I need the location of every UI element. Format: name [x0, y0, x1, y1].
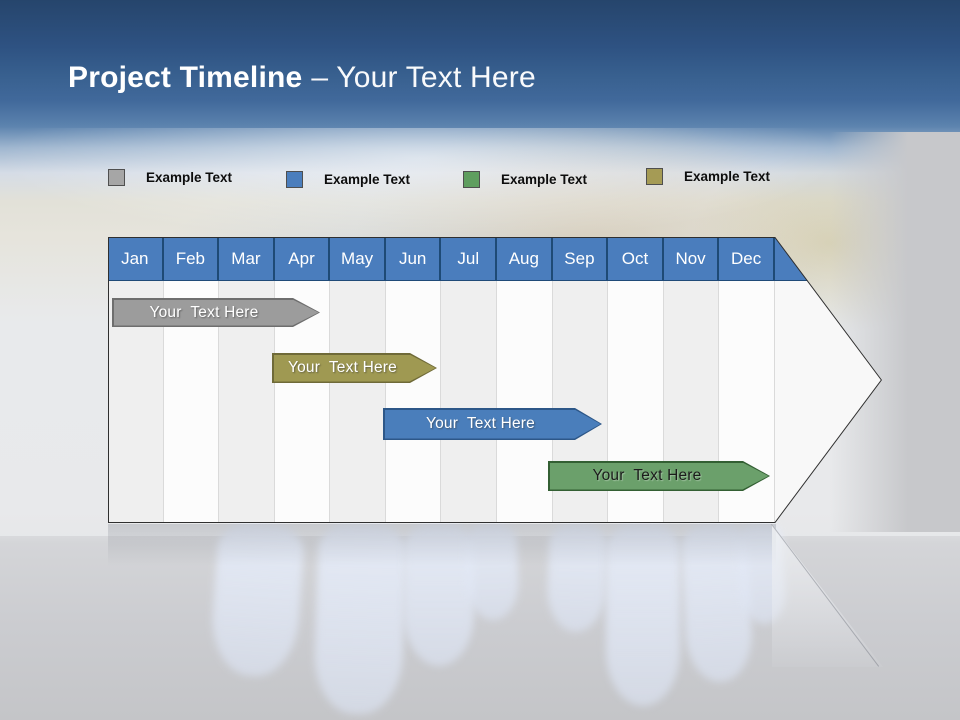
- month-cell-jun: Jun: [386, 237, 442, 280]
- column-stripe: [497, 281, 553, 523]
- column-stripe: [330, 281, 386, 523]
- project-timeline-chart: Jan Feb Mar Apr May Jun Jul Aug Sep Oct …: [108, 237, 882, 523]
- month-header-row: Jan Feb Mar Apr May Jun Jul Aug Sep Oct …: [108, 237, 775, 280]
- gantt-bar-fill: Your Text Here: [385, 410, 601, 439]
- title-bold-text: Project Timeline: [68, 61, 303, 94]
- month-cell-jan: Jan: [108, 237, 164, 280]
- slide-title[interactable]: Project Timeline– Your Text Here: [68, 60, 536, 96]
- legend-item-gray[interactable]: Example Text: [108, 169, 232, 186]
- gantt-bar-olive[interactable]: Your Text Here: [272, 353, 437, 383]
- legend-label: Example Text: [324, 172, 411, 187]
- title-placeholder-text: – Your Text Here: [311, 61, 536, 94]
- gantt-bar-label: Your Text Here: [592, 467, 702, 484]
- timeline-arrow-body: Jan Feb Mar Apr May Jun Jul Aug Sep Oct …: [108, 237, 882, 523]
- gantt-bar-green[interactable]: Your Text Here: [548, 461, 770, 491]
- month-cell-jul: Jul: [441, 237, 498, 280]
- legend-label: Example Text: [684, 169, 771, 184]
- month-cell-sep: Sep: [553, 237, 609, 280]
- gantt-bar-fill: Your Text Here: [274, 355, 436, 382]
- legend-swatch-green: [463, 171, 480, 188]
- month-cell-nov: Nov: [664, 237, 720, 280]
- gantt-bar-label: Your Text Here: [149, 303, 259, 321]
- month-cell-apr: Apr: [275, 237, 331, 280]
- month-header-band: Jan Feb Mar Apr May Jun Jul Aug Sep Oct …: [108, 237, 882, 281]
- legend-label: Example Text: [501, 172, 588, 187]
- legend-item-olive[interactable]: Example Text: [646, 168, 770, 185]
- month-cell-mar: Mar: [219, 237, 275, 280]
- column-stripe: [441, 281, 498, 523]
- legend-item-blue[interactable]: Example Text: [286, 171, 410, 188]
- timeline-reflection: [108, 524, 776, 566]
- month-cell-aug: Aug: [497, 237, 553, 280]
- column-stripe: [385, 281, 442, 523]
- legend-swatch-gray: [108, 169, 125, 186]
- legend-swatch-blue: [286, 171, 303, 188]
- month-cell-dec: Dec: [719, 237, 775, 280]
- legend-label: Example Text: [146, 170, 233, 185]
- gantt-bar-fill: Your Text Here: [114, 300, 319, 326]
- legend-item-green[interactable]: Example Text: [463, 171, 587, 188]
- month-cell-may: May: [330, 237, 386, 280]
- gantt-bar-blue[interactable]: Your Text Here: [383, 408, 602, 440]
- gantt-bar-fill: Your Text Here: [550, 463, 769, 490]
- gantt-bar-gray[interactable]: Your Text Here: [112, 298, 320, 327]
- gantt-bar-label: Your Text Here: [426, 415, 535, 432]
- month-cell-oct: Oct: [608, 237, 664, 280]
- gantt-bar-label: Your Text Here: [288, 359, 397, 376]
- finger-shape: [404, 524, 474, 666]
- finger-shape: [606, 524, 680, 706]
- month-cell-feb: Feb: [164, 237, 220, 280]
- legend-swatch-olive: [646, 168, 663, 185]
